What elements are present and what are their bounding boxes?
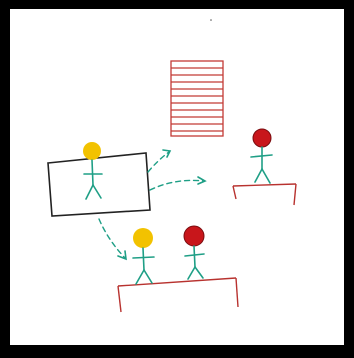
bottom-platform: [117, 277, 239, 313]
arrow-to-bottom-figures: [98, 218, 126, 259]
figure-yellow-bottom: [132, 228, 155, 285]
red-head-icon: [183, 225, 205, 247]
arrow-to-right-figure: [149, 179, 205, 191]
document-outline: [170, 60, 224, 137]
figure-red-bottom: [183, 225, 205, 280]
right-platform: [232, 183, 297, 206]
whiteboard-surface: [10, 9, 344, 345]
yellow-head-icon: [83, 142, 101, 160]
black-box: [47, 152, 151, 217]
figure-yellow-in-box: [83, 142, 103, 200]
speck: [210, 19, 212, 21]
arrows: [98, 151, 205, 259]
arrow-to-document: [147, 151, 170, 173]
yellow-head-icon: [133, 228, 153, 248]
arrowheads: [117, 149, 207, 261]
red-head-icon: [252, 128, 272, 148]
figure-red-right: [250, 128, 273, 184]
document-stack-icon: [170, 60, 224, 137]
